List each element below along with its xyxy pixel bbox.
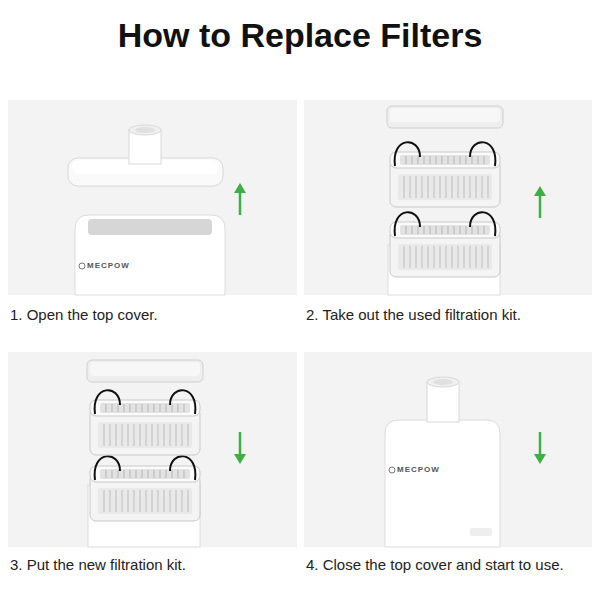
- step-caption: 4. Close the top cover and start to use.: [306, 556, 564, 573]
- fountain-filters-out: [387, 106, 503, 295]
- step-caption: 1. Open the top cover.: [10, 306, 158, 323]
- brand-logo: MECPOW: [397, 465, 440, 474]
- down-arrow: [234, 432, 246, 464]
- panel: [8, 352, 297, 547]
- fountain-open: [68, 125, 225, 295]
- panel: [304, 100, 592, 295]
- up-arrow: [534, 186, 546, 218]
- title: How to Replace Filters: [0, 16, 600, 55]
- brand-logo: MECPOW: [87, 261, 130, 270]
- step-caption: 3. Put the new filtration kit.: [10, 556, 186, 573]
- down-arrow: [534, 432, 546, 464]
- fountain-filters-in: [87, 360, 203, 547]
- up-arrow: [234, 183, 246, 215]
- panel: [304, 352, 592, 547]
- fountain-closed: [385, 377, 500, 547]
- panel: [8, 100, 297, 295]
- step-caption: 2. Take out the used filtration kit.: [306, 306, 521, 323]
